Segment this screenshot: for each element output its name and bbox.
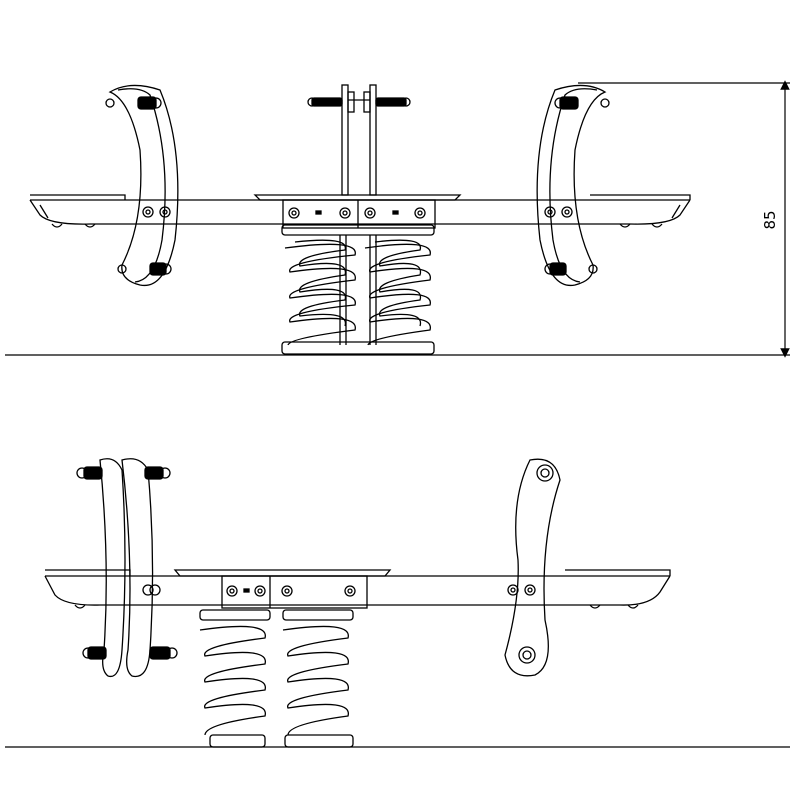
spring-coils-side [199,609,354,748]
side-view [5,458,790,748]
center-bracket-front [282,199,436,229]
beam-feet-front [51,223,663,228]
center-bracket-side [221,575,368,609]
spring-coils-front [281,224,435,355]
center-handle-post [307,84,411,196]
height-dimension [578,80,790,358]
left-handle-front [105,84,179,287]
left-handle-side [76,458,178,678]
front-view [5,84,790,356]
side-seat-plate [173,569,392,577]
right-handle-front [536,84,610,287]
height-dimension-label: 85 [761,210,779,229]
right-handle-side [504,458,561,677]
center-seat-plate [253,194,462,201]
